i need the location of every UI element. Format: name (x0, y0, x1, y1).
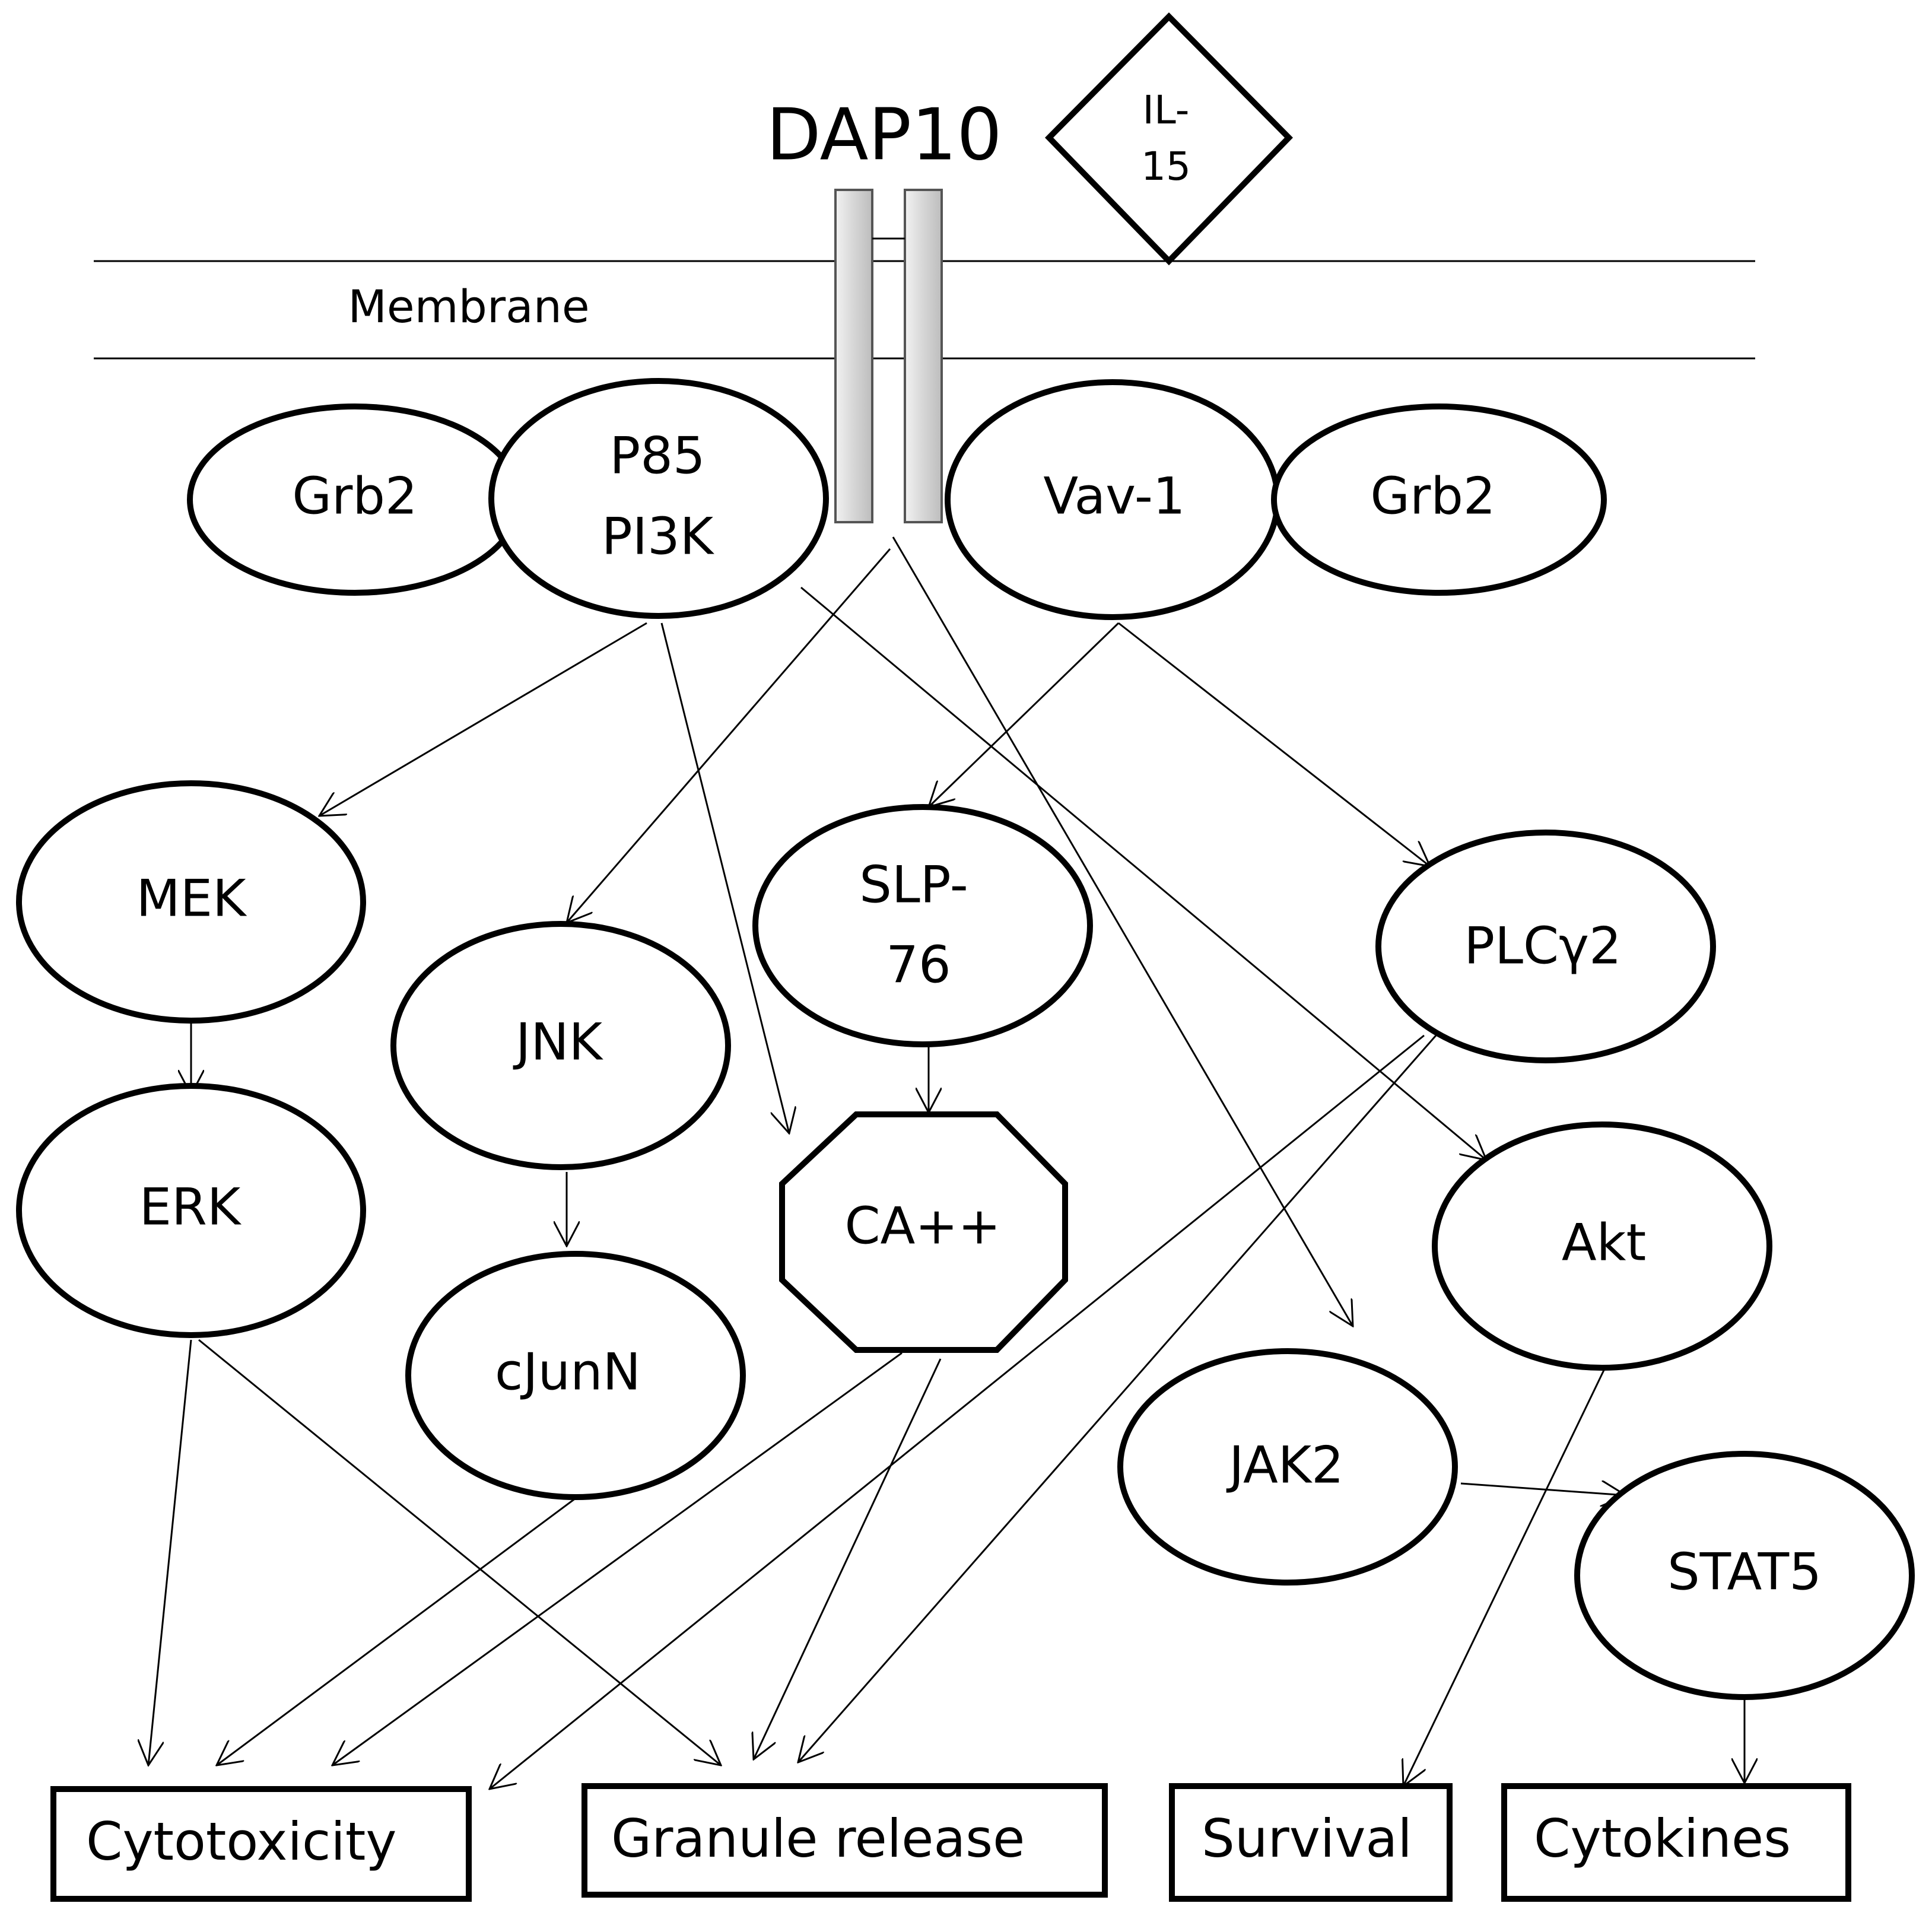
svg-text:Grb2: Grb2 (292, 466, 417, 526)
svg-text:P85: P85 (609, 426, 705, 485)
node-mek: MEK (16, 780, 366, 1024)
node-grb2-right: Grb2 (1271, 404, 1607, 596)
arrow-jak2-to-stat5 (1460, 1483, 1626, 1495)
svg-text:ERK: ERK (139, 1177, 242, 1237)
svg-text:CA++: CA++ (845, 1196, 1001, 1256)
arrow-erk-to-cytotoxicity (148, 1339, 192, 1765)
arrow-dap10-to-jnk (567, 548, 891, 923)
svg-text:Cytotoxicity: Cytotoxicity (86, 1811, 396, 1872)
node-jnk: JNK (390, 921, 731, 1170)
svg-text:PI3K: PI3K (602, 507, 715, 566)
svg-text:MEK: MEK (136, 869, 248, 928)
node-ca: CA++ (779, 1111, 1068, 1353)
svg-text:Vav-1: Vav-1 (1043, 466, 1185, 526)
node-p85-pi3k: P85 PI3K (488, 378, 829, 619)
membrane-label: Membrane (348, 280, 589, 333)
outcome-cytotoxicity: Cytotoxicity (50, 1786, 472, 1902)
svg-text:PLCγ2: PLCγ2 (1464, 916, 1621, 976)
node-akt: Akt (1432, 1121, 1772, 1371)
svg-text:Survival: Survival (1202, 1808, 1412, 1869)
svg-text:SLP-: SLP- (859, 855, 968, 914)
svg-text:JNK: JNK (513, 1012, 604, 1072)
svg-text:cJunN: cJunN (495, 1342, 641, 1402)
node-slp76: SLP- 76 (752, 804, 1093, 1047)
outcome-cytokines: Cytokines (1501, 1783, 1851, 1902)
arrow-p85-to-akt (800, 586, 1486, 1160)
outcome-granule-release: Granule release (581, 1783, 1108, 1898)
il15-diamond (1044, 12, 1294, 266)
arrows (148, 536, 1744, 1789)
node-jak2: JAK2 (1117, 1348, 1458, 1586)
node-cjunn: cJunN (405, 1251, 746, 1500)
dap10-label: DAP10 (766, 94, 1002, 177)
arrow-cjunn-to-cytotoxicity (217, 1497, 576, 1765)
arrow-p85-to-ca (660, 622, 789, 1133)
il15-label-line1: IL- (1143, 87, 1190, 133)
arrow-p85-to-mek (319, 622, 647, 816)
svg-text:STAT5: STAT5 (1667, 1542, 1822, 1602)
il15-label-line2: 15 (1141, 144, 1191, 189)
dap10-right-chain (904, 189, 943, 523)
node-plcg2: PLCγ2 (1375, 830, 1716, 1063)
arrow-akt-to-survival (1403, 1367, 1606, 1786)
svg-text:JAK2: JAK2 (1226, 1435, 1344, 1495)
arrow-plcg2-to-cytotoxicity (490, 1034, 1425, 1789)
outcome-survival: Survival (1169, 1783, 1453, 1902)
arrow-ca-to-cytotoxicity (332, 1352, 903, 1765)
il15-ligand: IL- 15 (1044, 12, 1294, 266)
arrow-ca-to-granule (754, 1358, 942, 1759)
arrow-dap10-to-jak2 (892, 536, 1353, 1326)
node-vav1: Vav-1 (945, 379, 1280, 620)
svg-text:Granule release: Granule release (611, 1808, 1025, 1869)
svg-text:Grb2: Grb2 (1370, 466, 1495, 526)
dap10-left-chain (834, 189, 873, 523)
arrow-plcg2-to-granule (798, 1035, 1437, 1762)
node-grb2-left: Grb2 (187, 404, 523, 596)
svg-text:Akt: Akt (1562, 1213, 1646, 1272)
arrow-vav1-to-plcg2 (1118, 622, 1430, 866)
svg-text:76: 76 (886, 935, 951, 995)
node-stat5: STAT5 (1574, 1451, 1915, 1700)
node-erk: ERK (16, 1083, 366, 1338)
svg-text:Cytokines: Cytokines (1534, 1808, 1791, 1869)
dap10-receptor (834, 189, 943, 523)
arrow-erk-to-granule (198, 1339, 721, 1765)
arrow-vav1-to-slp76 (929, 622, 1120, 807)
